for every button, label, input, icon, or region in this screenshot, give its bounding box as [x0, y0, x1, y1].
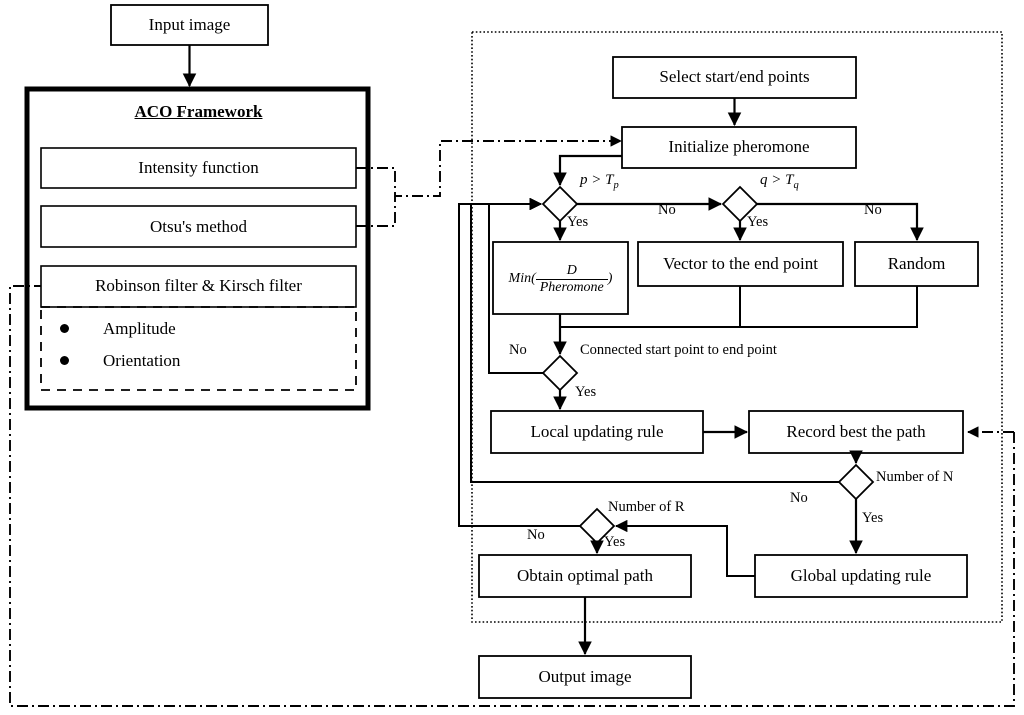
random-label: Random	[887, 254, 946, 273]
vector-end-point-label: Vector to the end point	[663, 254, 818, 273]
otsu-method-label: Otsu's method	[149, 217, 248, 236]
bullet-orientation: Orientation	[60, 352, 180, 369]
output-image-box	[478, 655, 692, 699]
edge-global-to-number-r	[615, 519, 755, 577]
edge-label-r-yes: Yes	[604, 534, 626, 550]
random-box	[854, 241, 979, 287]
formula-suffix: )	[607, 271, 613, 286]
edge-label-connected-text: Connected start point to end point	[580, 342, 777, 358]
condition-q-gt-tq: q > Tq	[760, 173, 799, 192]
formula-fraction: D Pheromone	[535, 263, 608, 295]
edge-label-p-no: No	[658, 202, 676, 218]
initialize-pheromone-label: Initialize pheromone	[668, 137, 810, 156]
formula-prefix: Min(	[508, 271, 536, 286]
bullet-orientation-label: Orientation	[103, 351, 181, 370]
condition-q-subscript: q	[793, 180, 799, 191]
formula-numerator: D	[535, 263, 608, 280]
dashdot-otsu-join	[356, 196, 396, 227]
edge-label-connected-no: No	[509, 342, 527, 358]
intensity-function-label: Intensity function	[138, 158, 259, 177]
decision-number-n	[837, 463, 875, 501]
robinson-kirsch-label: Robinson filter & Kirsch filter	[95, 276, 302, 295]
edge-label-p-yes: Yes	[567, 214, 589, 230]
edge-label-connected-yes: Yes	[575, 384, 597, 400]
edge-r-no-loop	[458, 197, 580, 527]
aco-framework-title: ACO Framework	[134, 102, 263, 121]
bullet-amplitude-label: Amplitude	[103, 319, 176, 338]
edge-label-q-no: No	[864, 202, 882, 218]
input-image-label: Input image	[148, 15, 231, 34]
formula-denominator: Pheromone	[539, 279, 604, 295]
filter-outputs-dashed-panel	[40, 306, 357, 391]
local-updating-rule-label: Local updating rule	[530, 422, 664, 441]
condition-p-subscript: p	[613, 180, 619, 191]
condition-q-op: >	[771, 172, 782, 188]
global-updating-rule-box	[754, 554, 968, 598]
condition-p-gt-tp: p > Tp	[580, 173, 619, 192]
min-pheromone-box	[492, 241, 629, 315]
edge-init-to-p-decision	[553, 154, 622, 187]
edge-label-number-r-text: Number of R	[608, 499, 685, 515]
dashdot-record-to-filters	[9, 285, 1015, 707]
global-updating-rule-label: Global updating rule	[790, 566, 932, 585]
vector-end-point-box	[637, 241, 844, 287]
condition-p-threshold: T	[605, 172, 614, 188]
output-image-label: Output image	[538, 667, 632, 686]
edge-q-no-to-random	[757, 202, 924, 242]
edge-label-n-no: No	[790, 490, 808, 506]
condition-p-op: >	[591, 172, 602, 188]
edge-label-r-no: No	[527, 527, 545, 543]
local-updating-rule-box	[490, 410, 704, 454]
bullet-dot-icon	[60, 356, 69, 365]
condition-p-var: p	[580, 172, 588, 188]
dashdot-intensity-to-init	[356, 135, 622, 197]
edge-label-n-yes: Yes	[862, 510, 884, 526]
select-points-label: Select start/end points	[659, 67, 810, 86]
bullet-dot-icon	[60, 324, 69, 333]
intensity-function-box	[40, 147, 357, 189]
decision-connected	[541, 354, 579, 392]
aco-framework-box	[24, 86, 371, 411]
record-best-path-box	[748, 410, 964, 454]
record-best-path-label: Record best the path	[786, 422, 926, 441]
min-pheromone-formula: Min( D Pheromone )	[493, 263, 628, 295]
initialize-pheromone-box	[621, 126, 857, 169]
obtain-optimal-path-label: Obtain optimal path	[517, 566, 653, 585]
input-image-box	[110, 4, 269, 46]
obtain-optimal-path-box	[478, 554, 692, 598]
condition-q-threshold: T	[785, 172, 794, 188]
bullet-amplitude: Amplitude	[60, 320, 176, 337]
edge-label-q-yes: Yes	[747, 214, 769, 230]
condition-q-var: q	[760, 172, 768, 188]
select-points-box	[612, 56, 857, 99]
aco-process-dotted-container	[471, 31, 1003, 623]
edge-label-number-n-text: Number of N	[876, 469, 954, 485]
